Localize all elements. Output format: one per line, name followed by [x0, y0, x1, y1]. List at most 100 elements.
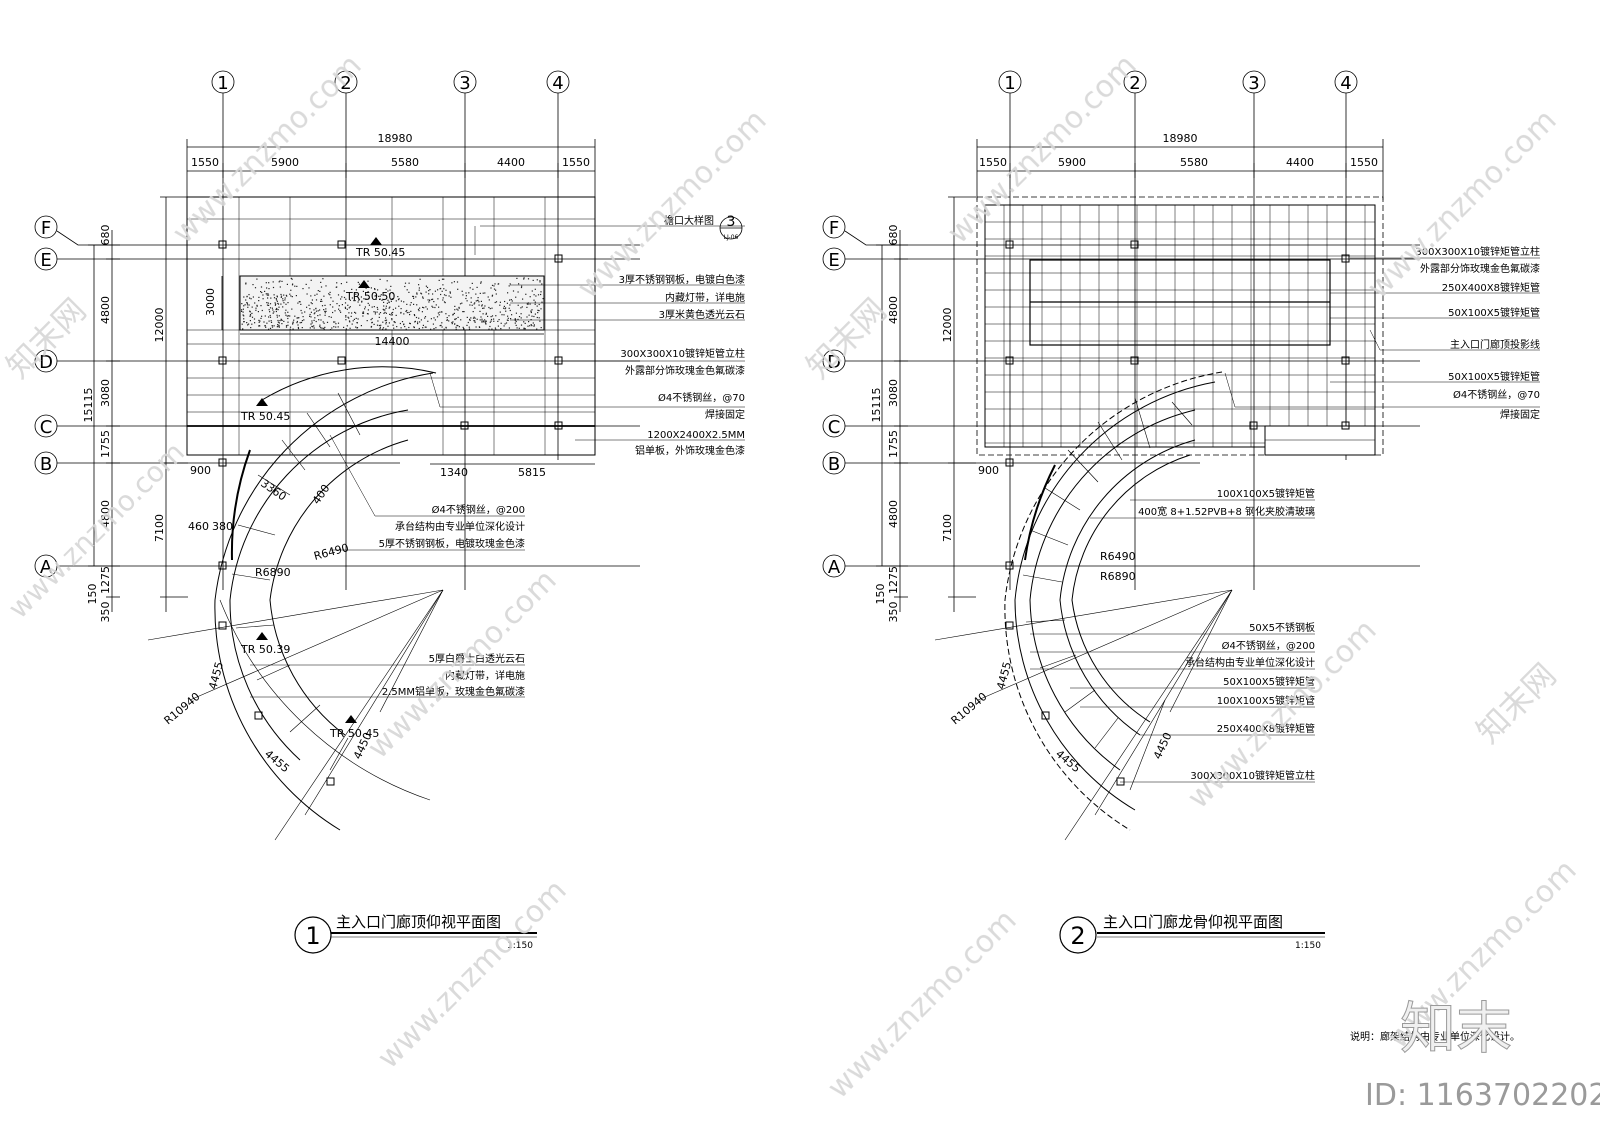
stipple-dot [442, 284, 444, 286]
dim-top: 4400 [1286, 156, 1314, 169]
right-plan: 1 2 3 4 F E D C B A 18980 [822, 70, 1540, 841]
stipple-dot [376, 324, 379, 326]
stipple-dot [523, 278, 525, 280]
stipple-dot [418, 289, 420, 291]
stipple-dot [329, 291, 331, 293]
stipple-dot [250, 327, 252, 329]
stipple-dot [515, 296, 517, 298]
stipple-dot [515, 320, 517, 323]
stipple-dot [500, 328, 502, 330]
stipple-dot [300, 309, 302, 312]
stipple-dot [361, 301, 363, 303]
stipple-dot [509, 304, 511, 306]
stipple-dot [451, 282, 453, 284]
stipple-dot [387, 325, 389, 327]
stipple-dot [448, 295, 450, 297]
stipple-dot [470, 301, 472, 303]
stipple-dot [277, 303, 280, 305]
stipple-dot [491, 295, 493, 297]
stipple-dot [443, 288, 445, 290]
stipple-dot [269, 307, 272, 309]
stipple-dot [538, 303, 540, 306]
stipple-dot [511, 300, 513, 302]
stipple-dot [364, 308, 366, 310]
stipple-dot [251, 312, 253, 314]
stipple-dot [269, 314, 271, 317]
stipple-dot [241, 310, 243, 312]
stipple-dot [495, 293, 497, 295]
stipple-dot [441, 311, 443, 313]
stipple-dot [524, 328, 526, 330]
stipple-dot [476, 286, 478, 288]
stipple-dot [311, 299, 313, 301]
watermark-text: www.znzmo.com [361, 563, 564, 766]
stipple-dot [542, 298, 544, 300]
stipple-dot [432, 323, 434, 325]
stipple-dot [518, 327, 520, 329]
stipple-dot [489, 308, 491, 310]
row-label: C [828, 417, 841, 438]
stipple-dot [490, 287, 492, 289]
callout: 50X5不锈钢板 [1249, 621, 1315, 634]
stipple-dot [291, 296, 293, 298]
stipple-dot [488, 328, 490, 330]
stipple-dot [384, 319, 386, 322]
stipple-dot [351, 323, 353, 325]
stipple-dot [392, 292, 394, 294]
radius-label: R10940 [949, 690, 990, 727]
stipple-dot [523, 277, 525, 279]
stipple-dot [362, 312, 365, 314]
stipple-dot [412, 295, 415, 298]
stipple-dot [448, 315, 450, 317]
stipple-dot [266, 287, 268, 289]
dim-left-inner: 3080 [99, 379, 112, 407]
stipple-dot [249, 320, 251, 322]
watermark-text: 知末网 [1469, 656, 1564, 751]
stipple-dot [482, 292, 484, 294]
stipple-dot [475, 300, 477, 302]
stipple-dot [393, 327, 395, 329]
stipple-dot [377, 320, 379, 322]
stipple-dot [404, 326, 406, 328]
callout: 100X100X5镀锌矩管 [1217, 487, 1315, 500]
stipple-dot [375, 298, 377, 300]
stipple-dot [445, 294, 447, 297]
stipple-dot [437, 289, 439, 291]
stipple-dot [431, 305, 433, 307]
stipple-dot [273, 297, 276, 299]
stipple-dot [260, 305, 262, 307]
stipple-dot [283, 320, 285, 322]
stipple-dot [399, 322, 401, 325]
stipple-dot [284, 297, 286, 299]
stipple-dot [293, 319, 295, 321]
stipple-dot [249, 310, 251, 312]
callout: 300X300X10镀锌矩管立柱 [1415, 245, 1540, 258]
dim-top: 5900 [1058, 156, 1086, 169]
stipple-dot [314, 312, 316, 314]
stipple-dot [276, 300, 278, 302]
stipple-dot [425, 306, 427, 308]
level-markers-left [256, 237, 382, 723]
stipple-dot [331, 327, 333, 329]
stipple-dot [303, 319, 305, 321]
stipple-dot [541, 283, 543, 285]
stipple-dot [363, 298, 365, 300]
title-block-left: 1 主入口门廊顶仰视平面图 1:150 [294, 913, 537, 954]
stipple-dot [476, 318, 478, 320]
stipple-dot [269, 311, 271, 313]
stipple-dot [438, 279, 440, 281]
radius-label: R6890 [1100, 570, 1136, 583]
stipple-dot [269, 303, 272, 305]
stipple-dot [488, 299, 490, 301]
callout: 5厚白爵士白透光云石 [429, 652, 525, 665]
stipple-dot [526, 316, 528, 318]
stipple-dot [332, 306, 334, 308]
stipple-dot [254, 322, 256, 324]
stipple-dot [533, 324, 535, 326]
stipple-dot [418, 287, 420, 289]
callout: 50X100X5镀锌矩管 [1223, 675, 1315, 688]
stipple-dot [459, 303, 462, 305]
callout: 内藏灯带，详电施 [665, 291, 745, 304]
stipple-dot [267, 297, 269, 299]
stipple-dot [385, 323, 387, 325]
